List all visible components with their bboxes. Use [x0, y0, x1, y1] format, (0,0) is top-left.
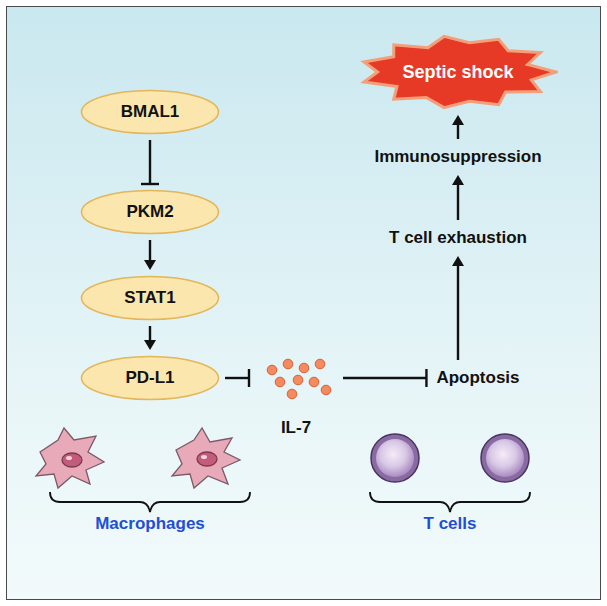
- signal-ellipse: STAT1: [80, 275, 220, 321]
- group-bracket: [50, 492, 250, 512]
- process-text: T cell exhaustion: [384, 225, 532, 251]
- arrow-connector: [452, 175, 464, 220]
- node-label: IL-7: [281, 418, 311, 438]
- group-label: T cells: [424, 514, 477, 534]
- inhibition-connector: [141, 140, 159, 184]
- signal-ellipse: PD-L1: [80, 355, 220, 401]
- signal-ellipse: BMAL1: [80, 89, 220, 135]
- group-label: Macrophages: [95, 514, 205, 534]
- node-label: PKM2: [126, 202, 173, 222]
- macrophage: [36, 428, 104, 488]
- node-label: PD-L1: [125, 368, 174, 388]
- node-label: T cell exhaustion: [389, 228, 527, 248]
- inhibition-connector: [225, 369, 249, 387]
- node-label: Immunosuppression: [374, 147, 541, 167]
- t-cell: [371, 434, 419, 482]
- node-label: Apoptosis: [436, 368, 519, 388]
- arrow-connector: [452, 256, 464, 360]
- node-label: Septic shock: [402, 62, 513, 83]
- inhibition-connector: [343, 369, 426, 387]
- process-text: Immunosuppression: [369, 144, 546, 170]
- node-label: BMAL1: [121, 102, 180, 122]
- arrow-connector: [144, 326, 156, 350]
- group-bracket: [370, 492, 530, 512]
- arrow-connector: [144, 240, 156, 270]
- cytokine-node: IL-7: [254, 358, 338, 438]
- t-cell: [481, 434, 529, 482]
- node-label: STAT1: [124, 288, 175, 308]
- process-text: Apoptosis: [431, 365, 524, 391]
- macrophage: [172, 428, 240, 488]
- arrow-connector: [452, 115, 464, 139]
- outcome-starburst: Septic shock: [358, 34, 558, 110]
- signal-ellipse: PKM2: [80, 189, 220, 235]
